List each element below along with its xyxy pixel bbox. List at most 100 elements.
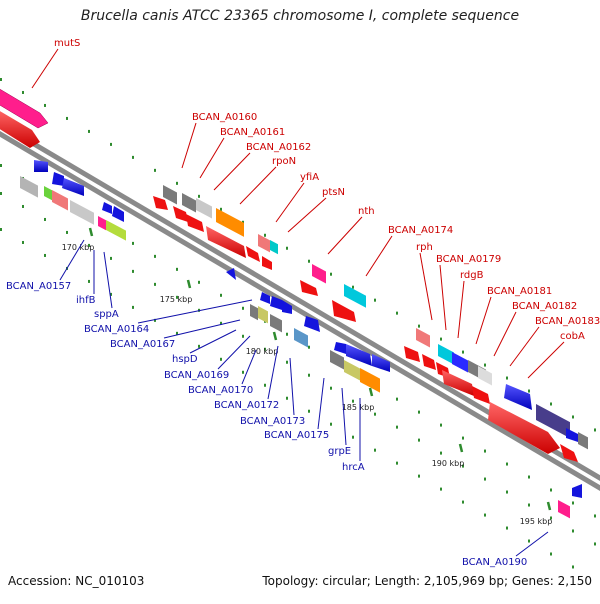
feature-a0183[interactable] bbox=[488, 402, 560, 454]
gene-label[interactable]: BCAN_A0164 bbox=[84, 324, 149, 335]
label-leader bbox=[267, 345, 279, 400]
gene-label[interactable]: sppA bbox=[94, 309, 119, 320]
feature-a0174[interactable] bbox=[332, 300, 356, 322]
feature-rev-e[interactable] bbox=[566, 428, 578, 442]
gene-label[interactable]: rph bbox=[416, 242, 433, 253]
feature-hspD[interactable] bbox=[282, 300, 292, 314]
track-dot bbox=[154, 168, 156, 172]
feature-pre-mutS[interactable] bbox=[0, 110, 40, 148]
tick-mark bbox=[186, 279, 192, 289]
track-dot bbox=[220, 357, 222, 361]
track-dot bbox=[484, 449, 486, 453]
gene-label[interactable]: cobA bbox=[560, 331, 585, 342]
gene-label[interactable]: BCAN_A0167 bbox=[110, 339, 175, 350]
gene-label[interactable]: BCAN_A0190 bbox=[462, 557, 527, 568]
box-rpoN bbox=[216, 208, 244, 237]
gene-label[interactable]: hspD bbox=[172, 354, 198, 365]
gene-label[interactable]: rdgB bbox=[460, 270, 484, 281]
feature-mutS[interactable] bbox=[0, 88, 49, 129]
track-dot bbox=[506, 376, 508, 380]
track-dot bbox=[418, 474, 420, 478]
gene-label[interactable]: ihfB bbox=[76, 295, 96, 306]
feature-rev-b[interactable] bbox=[112, 206, 124, 222]
feature-yfiA[interactable] bbox=[246, 246, 260, 262]
gene-label[interactable]: BCAN_A0169 bbox=[164, 370, 229, 381]
feature-a0161[interactable] bbox=[186, 214, 204, 232]
track-dot bbox=[44, 253, 46, 257]
track-dot bbox=[528, 503, 530, 507]
gene-label[interactable]: BCAN_A0173 bbox=[240, 416, 305, 427]
gene-label[interactable]: BCAN_A0182 bbox=[512, 301, 577, 312]
feature-a0160[interactable] bbox=[173, 206, 188, 222]
gene-label[interactable]: BCAN_A0183 bbox=[535, 316, 600, 327]
gene-label[interactable]: BCAN_A0161 bbox=[220, 127, 285, 138]
track-dot bbox=[418, 324, 420, 328]
gene-label[interactable]: BCAN_A0174 bbox=[388, 225, 453, 236]
feature-a0182[interactable] bbox=[472, 386, 490, 404]
gene-label[interactable]: BCAN_A0160 bbox=[192, 112, 257, 123]
gene-label[interactable]: nth bbox=[358, 206, 375, 217]
feature-a0167[interactable] bbox=[270, 296, 282, 310]
feature-nth-arrow[interactable] bbox=[300, 280, 318, 296]
track-dot bbox=[0, 228, 2, 231]
track-dot bbox=[308, 373, 310, 377]
tick-label: 190 kbp bbox=[432, 459, 465, 468]
feature-a0164[interactable] bbox=[260, 292, 270, 304]
tick-mark bbox=[88, 227, 94, 237]
gene-label[interactable]: yfiA bbox=[300, 172, 319, 183]
track-dot bbox=[330, 386, 332, 390]
gene-label[interactable]: BCAN_A0179 bbox=[436, 254, 501, 265]
feature-a0179[interactable] bbox=[422, 354, 436, 370]
feature-a0190[interactable] bbox=[572, 484, 582, 498]
track-dot bbox=[374, 298, 376, 302]
track-dot bbox=[484, 477, 486, 481]
feature-grpE[interactable] bbox=[346, 344, 372, 366]
feature-a0172[interactable] bbox=[304, 316, 320, 332]
label-leader bbox=[365, 235, 393, 277]
feature-rev-d[interactable] bbox=[504, 384, 532, 410]
box-a0160 bbox=[182, 193, 196, 213]
feature-rph[interactable] bbox=[404, 346, 420, 362]
feature-rev-a[interactable] bbox=[102, 202, 112, 214]
gene-label[interactable]: BCAN_A0170 bbox=[188, 385, 253, 396]
gene-label[interactable]: BCAN_A0175 bbox=[264, 430, 329, 441]
track-dot bbox=[88, 279, 90, 283]
category-boxes bbox=[163, 185, 492, 386]
track-dot bbox=[594, 428, 596, 432]
track-dot bbox=[396, 311, 398, 315]
feature-hrcA[interactable] bbox=[372, 354, 390, 372]
gene-label[interactable]: BCAN_A0181 bbox=[487, 286, 552, 297]
feature-rev-c[interactable] bbox=[226, 268, 236, 280]
gene-label[interactable]: hrcA bbox=[342, 462, 365, 473]
track-dot bbox=[286, 360, 288, 364]
box-a0161 bbox=[196, 198, 212, 219]
feature-sppA[interactable] bbox=[62, 178, 84, 196]
gene-label[interactable]: grpE bbox=[328, 446, 351, 457]
gene-label[interactable]: mutS bbox=[54, 38, 80, 49]
feature-a0175-rev[interactable] bbox=[334, 342, 346, 354]
gene-label[interactable]: BCAN_A0157 bbox=[6, 281, 71, 292]
gene-label[interactable]: BCAN_A0172 bbox=[214, 400, 279, 411]
feature-a0157[interactable] bbox=[34, 160, 48, 172]
track-dot bbox=[308, 409, 310, 413]
feature-ihfB[interactable] bbox=[52, 172, 64, 186]
tick-mark bbox=[458, 443, 464, 453]
track-dot bbox=[22, 90, 24, 94]
box-sppA-b bbox=[98, 216, 106, 231]
track-dot bbox=[198, 194, 200, 198]
track-dot bbox=[550, 402, 552, 406]
map-title: Brucella canis ATCC 23365 chromosome I, … bbox=[80, 8, 520, 24]
feature-rpoN[interactable] bbox=[206, 226, 246, 258]
feature-ptsN[interactable] bbox=[262, 256, 272, 270]
feature-a0181[interactable] bbox=[442, 370, 474, 396]
feature-cobA[interactable] bbox=[560, 444, 578, 462]
box-a0175 bbox=[330, 350, 344, 370]
gene-label[interactable]: ptsN bbox=[322, 187, 345, 198]
label-leader bbox=[317, 377, 325, 430]
track-dot bbox=[176, 295, 178, 299]
track-dot bbox=[242, 334, 244, 338]
gene-label[interactable]: BCAN_A0162 bbox=[246, 142, 311, 153]
feature-a0159[interactable] bbox=[153, 196, 168, 210]
gene-label[interactable]: rpoN bbox=[272, 156, 296, 167]
